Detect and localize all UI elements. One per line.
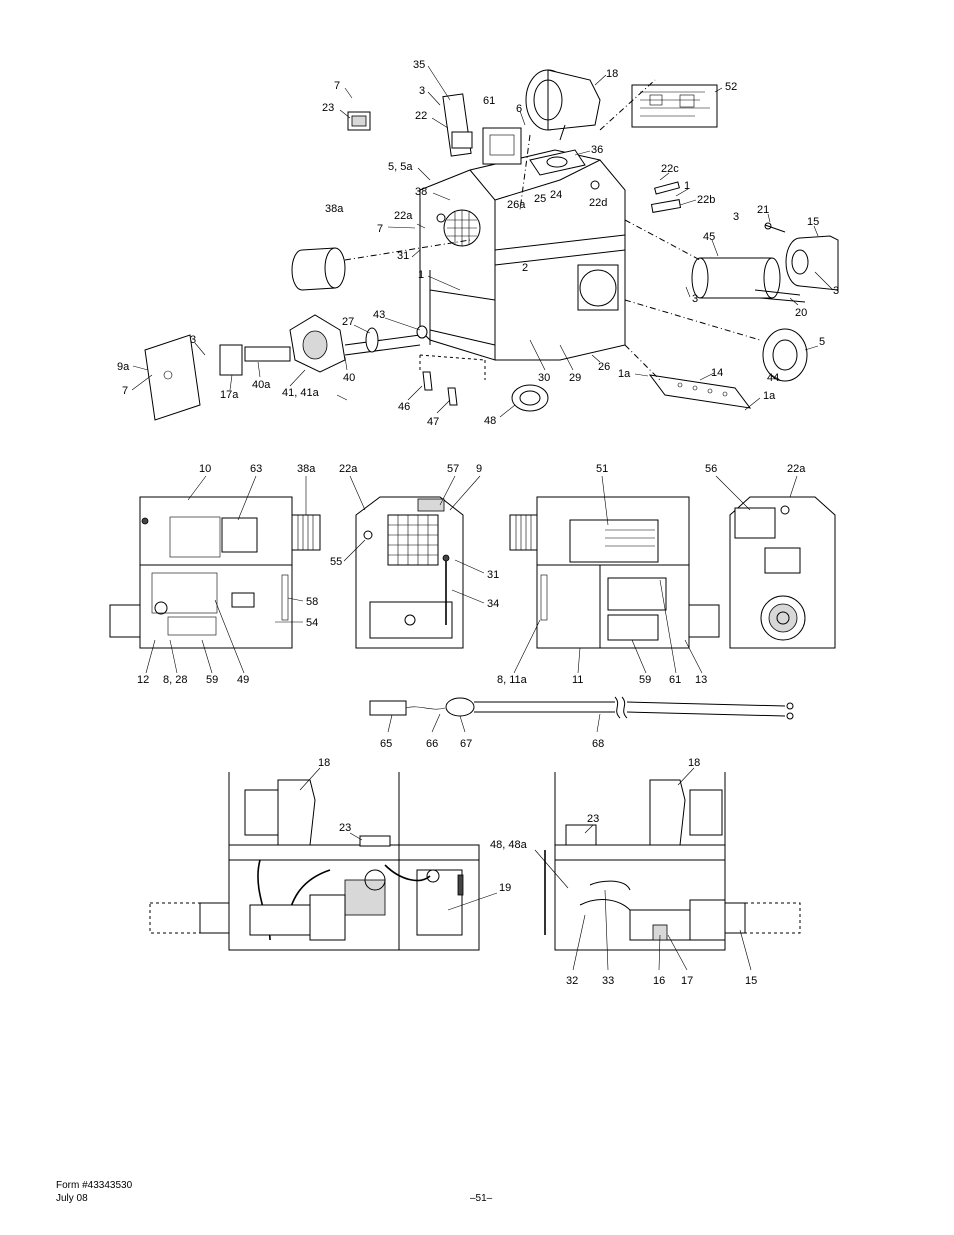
- callout: 67: [460, 738, 472, 750]
- callout: 41, 41a: [282, 387, 320, 399]
- callout: 17: [681, 975, 693, 987]
- callout: 25: [534, 193, 546, 205]
- callout: 3: [419, 85, 425, 97]
- callout: 10: [199, 463, 211, 475]
- callout: 12: [137, 674, 149, 686]
- callout: 63: [250, 463, 262, 475]
- callout: 18: [606, 68, 618, 80]
- callout: 19: [499, 882, 511, 894]
- callout: 23: [339, 822, 351, 834]
- callout: 44: [767, 372, 779, 384]
- callout: 1: [418, 269, 424, 281]
- callout: 22a: [339, 463, 358, 475]
- callout: 5: [819, 336, 825, 348]
- callout: 29: [569, 372, 581, 384]
- callout: 21: [757, 204, 769, 216]
- callout: 55: [330, 556, 342, 568]
- callout: 2: [522, 262, 528, 274]
- callout: 61: [669, 674, 681, 686]
- callout: 3: [190, 334, 196, 346]
- callout: 54: [306, 617, 318, 629]
- callout: 8, 28: [163, 674, 187, 686]
- callout: 51: [596, 463, 608, 475]
- callout: 48: [484, 415, 496, 427]
- callout: 7: [334, 80, 340, 92]
- callout: 23: [587, 813, 599, 825]
- callout: 8, 11a: [497, 674, 528, 686]
- callout: 45: [703, 231, 715, 243]
- callout: 31: [487, 569, 499, 581]
- callout: 33: [602, 975, 614, 987]
- callout: 48, 48a: [490, 839, 528, 851]
- callout: 56: [705, 463, 717, 475]
- callout: 1a: [763, 390, 776, 402]
- callout: 43: [373, 309, 385, 321]
- callout: 65: [380, 738, 392, 750]
- callout: 1a: [618, 368, 631, 380]
- callout-labels: 35 18 7 3 61 6 52 23 22 36 5, 5a 22c 38 …: [117, 59, 839, 987]
- callout: 15: [745, 975, 757, 987]
- callout: 23: [322, 102, 334, 114]
- callout: 59: [639, 674, 651, 686]
- callout: 14: [711, 367, 723, 379]
- callout: 22d: [589, 197, 607, 209]
- callout: 17a: [220, 389, 239, 401]
- callout: 49: [237, 674, 249, 686]
- callout: 68: [592, 738, 604, 750]
- callout: 52: [725, 81, 737, 93]
- callout: 3: [833, 285, 839, 297]
- callout: 35: [413, 59, 425, 71]
- callout: 40: [343, 372, 355, 384]
- callout: 59: [206, 674, 218, 686]
- exploded-view: [131, 65, 839, 421]
- callout: 3: [692, 293, 698, 305]
- callout: 1: [684, 180, 690, 192]
- callout: 22b: [697, 194, 715, 206]
- page-number: –51–: [470, 1193, 493, 1204]
- callout: 31: [397, 250, 409, 262]
- callout: 22a: [394, 210, 413, 222]
- callout: 3: [733, 211, 739, 223]
- callout: 9: [476, 463, 482, 475]
- callout: 22: [415, 110, 427, 122]
- callout: 15: [807, 216, 819, 228]
- callout: 11: [572, 674, 583, 686]
- callout: 7: [122, 385, 128, 397]
- callout: 32: [566, 975, 578, 987]
- callout: 38a: [325, 203, 344, 215]
- callout: 40a: [252, 379, 271, 391]
- callout: 5, 5a: [388, 161, 413, 173]
- callout: 66: [426, 738, 438, 750]
- callout: 6: [516, 103, 522, 115]
- callout: 34: [487, 598, 499, 610]
- callout: 18: [688, 757, 700, 769]
- callout: 57: [447, 463, 459, 475]
- callout: 13: [695, 674, 707, 686]
- callout: 27: [342, 316, 354, 328]
- callout: 16: [653, 975, 665, 987]
- callout: 61: [483, 95, 495, 107]
- callout: 47: [427, 416, 439, 428]
- callout: 20: [795, 307, 807, 319]
- internal-views: [149, 767, 801, 971]
- form-date: July 08: [56, 1193, 88, 1204]
- callout: 24: [550, 189, 562, 201]
- callout: 26a: [507, 199, 526, 211]
- callout: 58: [306, 596, 318, 608]
- callout: 30: [538, 372, 550, 384]
- callout: 26: [598, 361, 610, 373]
- callout: 9a: [117, 361, 130, 373]
- callout: 7: [377, 223, 383, 235]
- callout: 18: [318, 757, 330, 769]
- wiring-harness: [369, 696, 794, 733]
- callout: 46: [398, 401, 410, 413]
- callout: 22a: [787, 463, 806, 475]
- callout: 38a: [297, 463, 316, 475]
- callout: 36: [591, 144, 603, 156]
- external-views: [109, 475, 836, 674]
- form-number: Form #43343530: [56, 1180, 133, 1191]
- callout: 38: [415, 186, 427, 198]
- callout: 22c: [661, 163, 679, 175]
